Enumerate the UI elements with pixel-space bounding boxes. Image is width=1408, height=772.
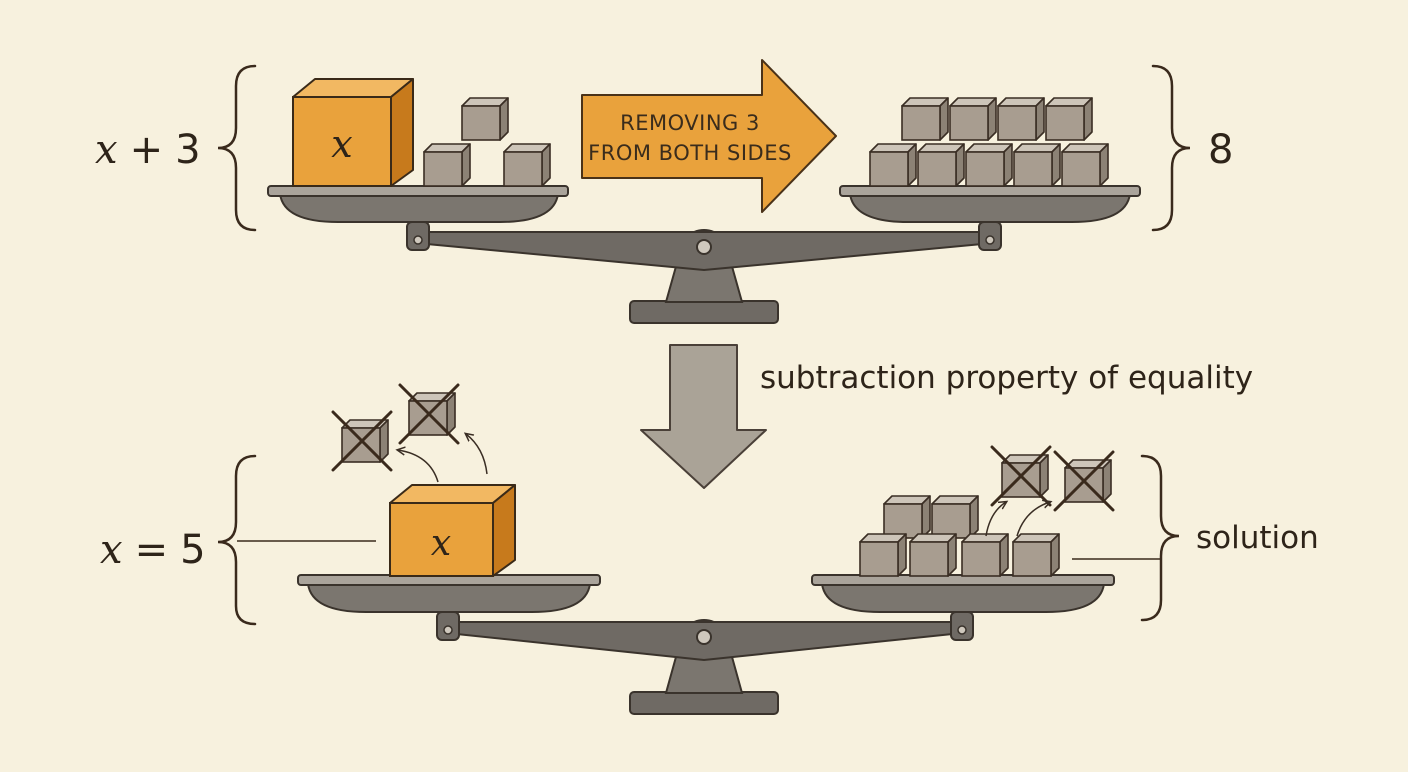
right-unit-blocks [869, 97, 1109, 187]
bottom-balance-scale: x [100, 383, 1319, 715]
left-brace [217, 454, 257, 626]
top-right-value: 8 [1208, 127, 1233, 173]
unit-block [503, 143, 551, 187]
unit-block [965, 143, 1013, 187]
step-label: subtraction property of equality [760, 360, 1253, 396]
unit-block [1013, 143, 1061, 187]
removed-unit-block [1001, 454, 1049, 498]
unit-block [901, 97, 949, 141]
box-label: x [431, 523, 451, 564]
unit-block [949, 97, 997, 141]
top-balance-scale: x REMOVING 3 FROM BOTH SIDES [95, 59, 1233, 324]
unit-block [1045, 97, 1093, 141]
lift-arrow-icon [466, 434, 488, 475]
unit-block [423, 143, 471, 187]
arrow-text-line1: REMOVING 3 [620, 111, 760, 135]
left-unit-blocks [423, 97, 551, 187]
right-pan [820, 583, 1106, 613]
lift-arrow-icon [985, 502, 1006, 537]
unknown-x-box: x [292, 78, 414, 187]
unit-block [869, 143, 917, 187]
right-pan [848, 193, 1132, 223]
box-label: x [331, 122, 352, 166]
pivot-icon [696, 239, 712, 255]
unit-block [883, 495, 931, 539]
removing-arrow: REMOVING 3 FROM BOTH SIDES [581, 59, 837, 213]
left-pan [306, 583, 592, 613]
scale-base [629, 691, 779, 715]
removed-unit-block [1064, 459, 1112, 503]
lift-arrow-icon [398, 450, 439, 483]
right-removed-blocks [985, 445, 1115, 537]
unit-block [909, 533, 957, 577]
top-expr-constant: 3 [175, 127, 200, 173]
right-kept-blocks [859, 495, 1060, 577]
top-expr-operator: + [130, 127, 164, 173]
lift-arrow-icon [1016, 502, 1050, 537]
unit-block [917, 143, 965, 187]
unit-block [1061, 143, 1109, 187]
down-arrow [640, 344, 767, 489]
solution-label: solution [1196, 520, 1319, 556]
bottom-eq-value: 5 [180, 527, 205, 573]
top-left-expression: x +3 [95, 127, 201, 173]
unit-block [961, 533, 1009, 577]
scale-base [629, 300, 779, 324]
arrow-text-line2: FROM BOTH SIDES [588, 141, 792, 165]
top-expr-variable: x [95, 127, 118, 173]
unit-block [997, 97, 1045, 141]
bottom-eq-variable: x [100, 527, 123, 573]
bottom-left-equation: x =5 [100, 527, 206, 573]
unit-block [931, 495, 979, 539]
right-brace [1151, 64, 1191, 232]
unit-block [1012, 533, 1060, 577]
bottom-eq-equals: = [135, 527, 169, 573]
right-brace [1140, 454, 1180, 622]
unknown-x-box: x [389, 484, 516, 577]
left-brace [217, 64, 257, 232]
left-removed-blocks [331, 383, 488, 483]
pivot-icon [696, 629, 712, 645]
unit-block [461, 97, 509, 141]
unit-block [859, 533, 907, 577]
left-pan [278, 193, 560, 223]
